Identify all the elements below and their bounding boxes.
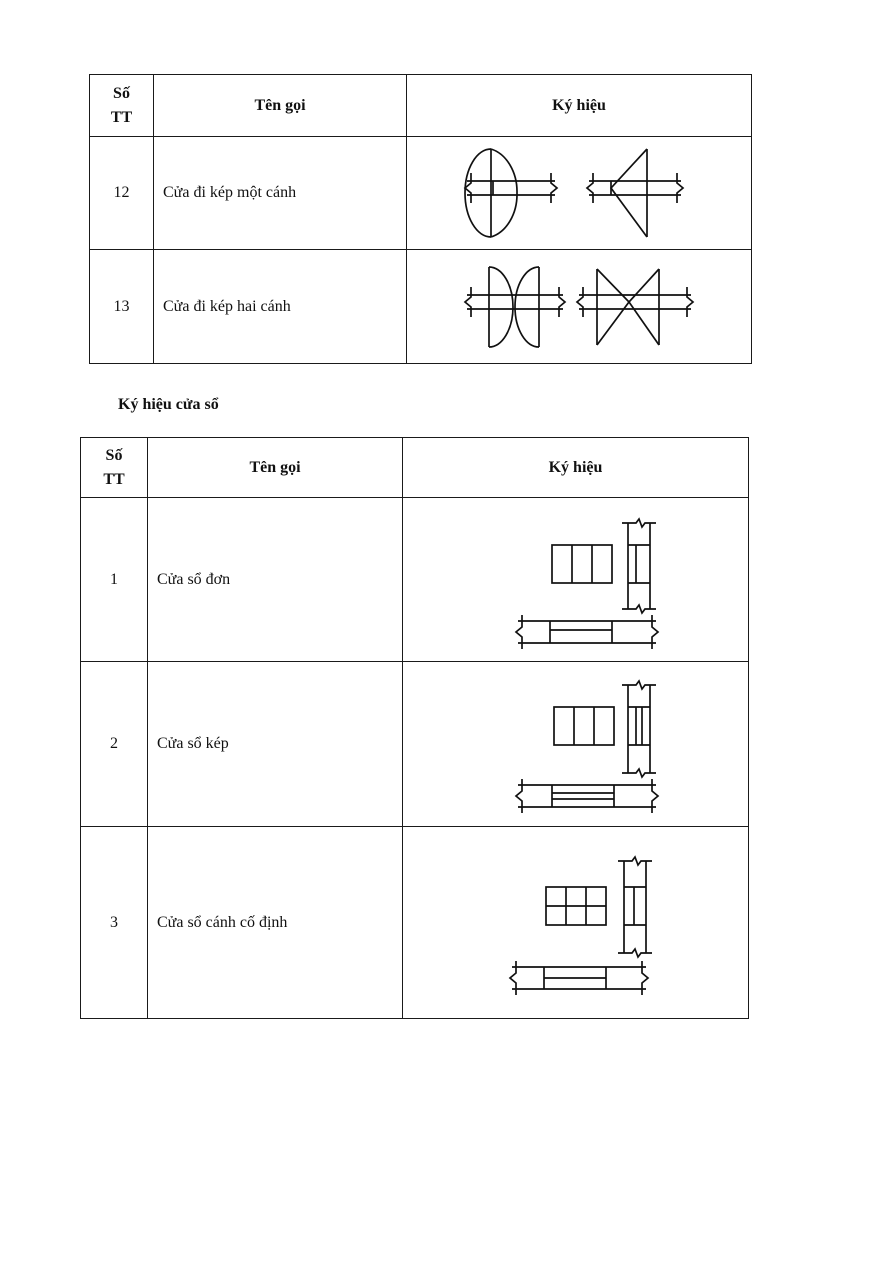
- header-symbol: Ký hiệu: [402, 437, 749, 498]
- double-door-double-leaf-icon: [463, 265, 695, 348]
- table-row: 1 Cửa sổ đơn: [80, 497, 749, 662]
- header-symbol: Ký hiệu: [406, 74, 752, 137]
- double-door-single-leaf-triangle-icon: [585, 148, 685, 238]
- row-stt: 1: [80, 497, 148, 662]
- row-symbol: [402, 497, 749, 662]
- row-stt: 12: [89, 136, 154, 250]
- row-symbol: [406, 136, 752, 250]
- double-door-double-leaf-triangle-icon: [575, 267, 695, 346]
- header-stt-line1: Số: [113, 84, 130, 102]
- table-header-row: Số TT Tên gọi Ký hiệu: [80, 437, 749, 498]
- row-stt: 13: [89, 249, 154, 364]
- single-window-icon: [514, 516, 659, 649]
- door-symbol-table: Số TT Tên gọi Ký hiệu 12 Cửa đi kép một …: [89, 74, 752, 364]
- row-name: Cửa sổ đơn: [147, 497, 403, 662]
- table-header-row: Số TT Tên gọi Ký hiệu: [89, 74, 752, 137]
- window-symbol-table: Số TT Tên gọi Ký hiệu 1 Cửa sổ đơn: [80, 437, 749, 1019]
- table-row: 2 Cửa sổ kép: [80, 661, 749, 827]
- double-door-double-leaf-arc-icon: [463, 265, 567, 348]
- row-symbol: [406, 249, 752, 364]
- row-name: Cửa đi kép một cánh: [153, 136, 407, 250]
- header-stt: Số TT: [89, 74, 154, 137]
- double-door-single-leaf-arc-icon: [463, 148, 559, 238]
- header-name: Tên gọi: [147, 437, 403, 498]
- header-stt-line2: TT: [103, 470, 125, 488]
- fixed-window-icon: [508, 854, 652, 995]
- header-stt-line1: Số: [105, 446, 123, 464]
- double-window-icon: [514, 679, 659, 813]
- row-name: Cửa sổ cánh cố định: [147, 826, 403, 1019]
- header-name: Tên gọi: [153, 74, 407, 137]
- row-name: Cửa sổ kép: [147, 661, 403, 827]
- row-stt: 2: [80, 661, 148, 827]
- table-row: 13 Cửa đi kép hai cánh: [89, 249, 752, 364]
- row-stt: 3: [80, 826, 148, 1019]
- header-stt-line2: TT: [110, 108, 133, 126]
- row-symbol: [402, 661, 749, 827]
- window-section-title: Ký hiệu cửa sổ: [118, 396, 219, 413]
- row-symbol: [402, 826, 749, 1019]
- table-row: 3 Cửa sổ cánh cố định: [80, 826, 749, 1019]
- double-door-single-leaf-icon: [463, 148, 685, 238]
- row-name: Cửa đi kép hai cánh: [153, 249, 407, 364]
- header-stt: Số TT: [80, 437, 148, 498]
- table-row: 12 Cửa đi kép một cánh: [89, 136, 752, 250]
